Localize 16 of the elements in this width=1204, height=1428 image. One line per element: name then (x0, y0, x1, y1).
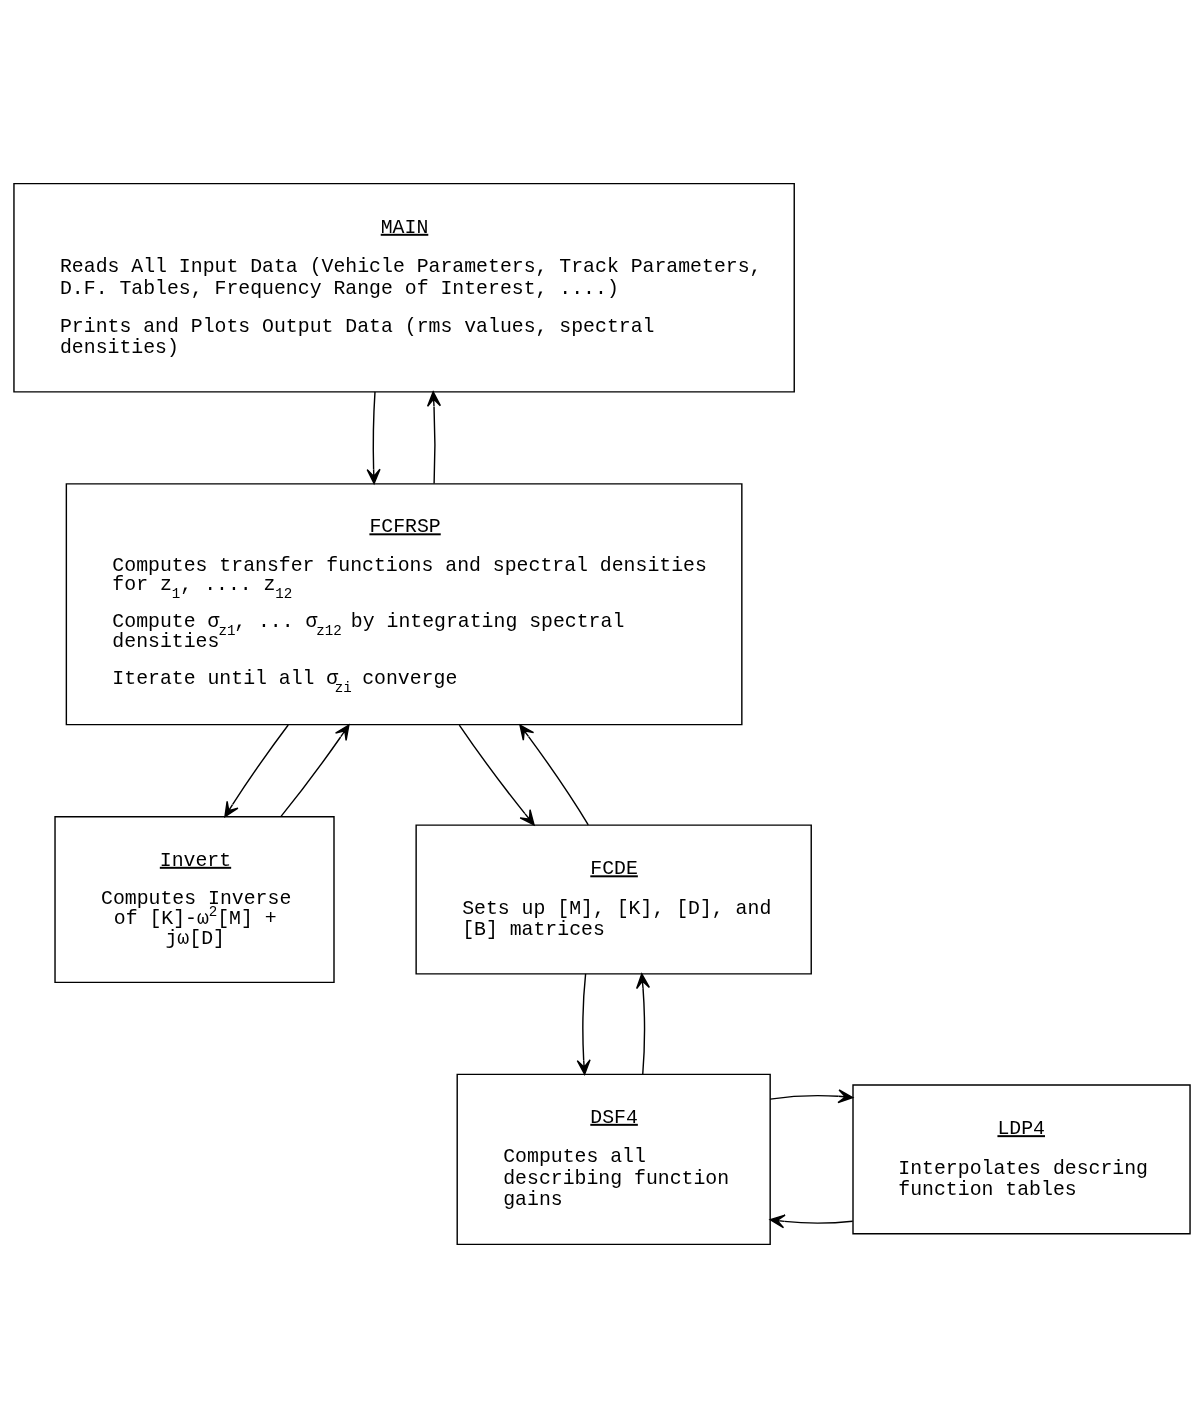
arrow (458, 724, 535, 826)
node-box: MAIN Reads All Input Data (Vehicle Parameters, Track Parameters, D.F. Tables, Frequency Range of Interest, ....) Prints and Plots Output Data (rms values, spectral densities) (13, 182, 795, 393)
arrow (769, 1214, 854, 1229)
node-box: Invert Computes Inverse of [K]-ω$^{2}$[M] + jω[D] (54, 815, 335, 984)
arrow (769, 1089, 854, 1104)
arrow (224, 724, 289, 818)
arrow (280, 724, 350, 818)
arrow (635, 973, 651, 1076)
node-box: DSF4 Computes all describing function gains (456, 1073, 771, 1246)
node-box: FCDE Sets up [M], [K], [D], and [B] matrices (415, 824, 812, 975)
node-box: FCFRSP Computes transfer functions and spectral densities for z$_{1}$, .... z$_{12}$ Compute σ$_{z1}$, ... σ$_{z12}$ by integrating spectral densities Iterate until all σ$_{zi}$ converge (65, 483, 743, 726)
arrow (519, 724, 589, 826)
arrow (426, 391, 442, 485)
arrow (366, 391, 381, 485)
arrow (576, 973, 591, 1076)
node-box: LDP4 Interpolates descring function tables (852, 1084, 1191, 1235)
